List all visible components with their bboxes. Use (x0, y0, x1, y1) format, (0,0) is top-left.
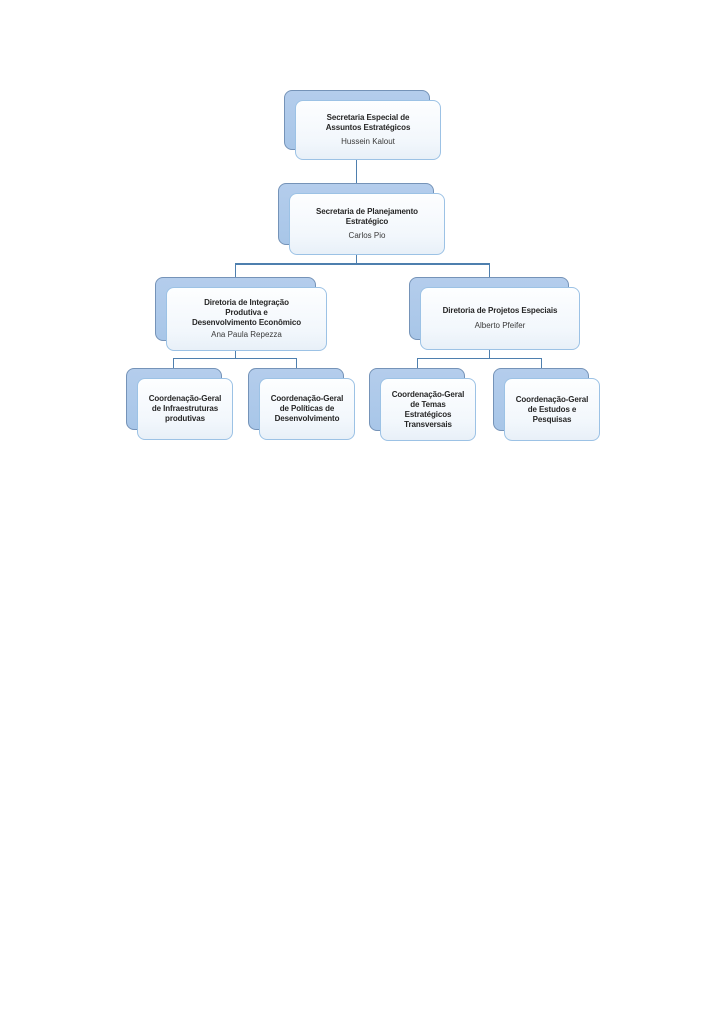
node-title: Coordenação-Geral de Políticas de Desenv… (270, 394, 344, 423)
node-title: Secretaria de Planejamento Estratégico (316, 207, 418, 226)
node-title: Diretoria de Integração Produtiva e Dese… (191, 298, 302, 327)
node-card: Secretaria Especial de Assuntos Estratég… (295, 100, 441, 160)
org-node-diretoria-projetos[interactable]: Diretoria de Projetos Especiais Alberto … (409, 277, 581, 351)
org-node-cg-estudos[interactable]: Coordenação-Geral de Estudos e Pesquisas (493, 368, 601, 442)
node-card: Diretoria de Integração Produtiva e Dese… (166, 287, 327, 351)
node-person-name: Ana Paula Repezza (211, 330, 282, 339)
connector-l3-left-drop-a (172, 358, 174, 368)
connector-l2-horizontal (234, 263, 490, 265)
org-node-diretoria-integracao[interactable]: Diretoria de Integração Produtiva e Dese… (155, 277, 328, 352)
connector-l3-left-horizontal (172, 357, 297, 359)
node-card: Diretoria de Projetos Especiais Alberto … (420, 287, 580, 350)
node-title: Secretaria Especial de Assuntos Estratég… (325, 113, 411, 132)
org-node-cg-infraestruturas[interactable]: Coordenação-Geral de Infraestruturas pro… (126, 368, 234, 441)
connector-l3-right-drop-a (416, 358, 418, 368)
node-card: Coordenação-Geral de Temas Estratégicos … (380, 378, 476, 441)
node-person-name: Alberto Pfeifer (474, 321, 526, 330)
connector-l3-right-drop-b (540, 358, 542, 368)
node-title: Coordenação-Geral de Infraestruturas pro… (148, 394, 222, 423)
node-person-name: Carlos Pio (348, 231, 386, 240)
node-person-name: Hussein Kalout (341, 137, 395, 146)
org-node-secretaria-especial[interactable]: Secretaria Especial de Assuntos Estratég… (284, 90, 442, 161)
node-title: Coordenação-Geral de Temas Estratégicos … (391, 389, 465, 429)
connector-l3-right-horizontal (416, 357, 542, 359)
node-card: Coordenação-Geral de Infraestruturas pro… (137, 378, 233, 440)
node-title: Diretoria de Projetos Especiais (442, 306, 558, 315)
org-node-cg-politicas[interactable]: Coordenação-Geral de Políticas de Desenv… (248, 368, 356, 441)
node-card: Coordenação-Geral de Estudos e Pesquisas (504, 378, 600, 441)
connector-l1-l2 (355, 150, 357, 183)
org-node-cg-temas[interactable]: Coordenação-Geral de Temas Estratégicos … (369, 368, 477, 442)
connector-l3-left-drop-b (295, 358, 297, 368)
connector-l2-drop-right (488, 263, 490, 277)
node-card: Secretaria de Planejamento Estratégico C… (289, 193, 445, 255)
org-node-secretaria-planejamento[interactable]: Secretaria de Planejamento Estratégico C… (278, 183, 446, 256)
node-title: Coordenação-Geral de Estudos e Pesquisas (515, 394, 589, 424)
connector-l2-drop-left (234, 263, 236, 277)
node-card: Coordenação-Geral de Políticas de Desenv… (259, 378, 355, 440)
